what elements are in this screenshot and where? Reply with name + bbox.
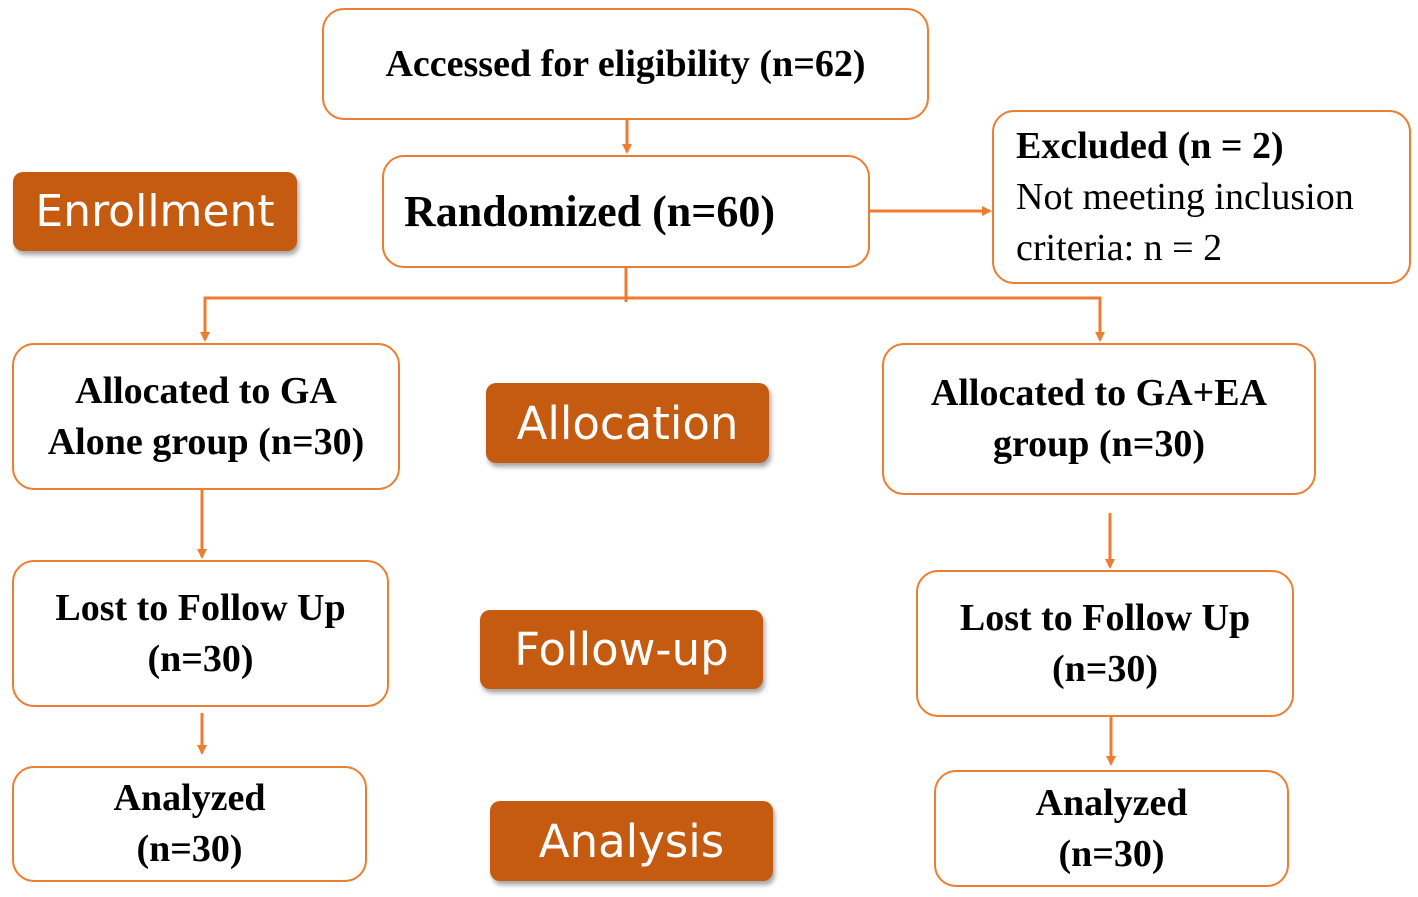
excluded-title: Excluded (n = 2) [1016,124,1284,167]
lost-ga-line1: Lost to Follow Up [55,586,346,629]
lost-gaea-line2: (n=30) [1051,647,1159,690]
lost-ga-box: Lost to Follow Up (n=30) [12,560,389,707]
alloc-ga-line2: Alone group (n=30) [47,420,365,463]
alloc-ga-line1: Allocated to GA [75,369,337,412]
stage-enrollment: Enrollment [13,172,297,251]
assessed-text: Accessed for eligibility (n=62) [385,43,866,85]
stage-allocation-label: Allocation [516,396,739,450]
analyzed-ga-line2: (n=30) [136,828,243,870]
lost-gaea-line1: Lost to Follow Up [959,596,1251,639]
stage-allocation: Allocation [486,383,769,463]
alloc-gaea-box: Allocated to GA+EA group (n=30) [882,343,1316,495]
stage-followup: Follow-up [480,610,763,689]
alloc-gaea-line2: group (n=30) [992,423,1206,465]
excluded-reason: Not meeting inclusion [1016,175,1354,218]
alloc-gaea-line1: Allocated to GA+EA [930,372,1268,414]
analyzed-ga-box: Analyzed (n=30) [12,766,367,882]
stage-analysis: Analysis [490,801,773,881]
randomized-text: Randomized (n=60) [404,187,775,236]
analyzed-gaea-box: Analyzed (n=30) [934,770,1289,887]
analyzed-gaea-line2: (n=30) [1058,832,1165,875]
stage-followup-label: Follow-up [514,623,729,676]
stage-analysis-label: Analysis [538,814,725,868]
split-right-branch [626,296,1105,342]
analyzed-ga-line1: Analyzed [113,777,266,819]
split-left-branch [200,296,626,342]
excluded-count: criteria: n = 2 [1016,226,1223,269]
assessed-box: Accessed for eligibility (n=62) [322,8,929,120]
analyzed-gaea-line1: Analyzed [1035,781,1188,824]
lost-gaea-box: Lost to Follow Up (n=30) [916,570,1294,717]
stage-enrollment-label: Enrollment [35,186,275,237]
lost-ga-line2: (n=30) [147,637,254,680]
randomized-box: Randomized (n=60) [382,155,870,268]
excluded-box: Excluded (n = 2) Not meeting inclusion c… [992,110,1411,284]
alloc-ga-box: Allocated to GA Alone group (n=30) [12,343,400,490]
